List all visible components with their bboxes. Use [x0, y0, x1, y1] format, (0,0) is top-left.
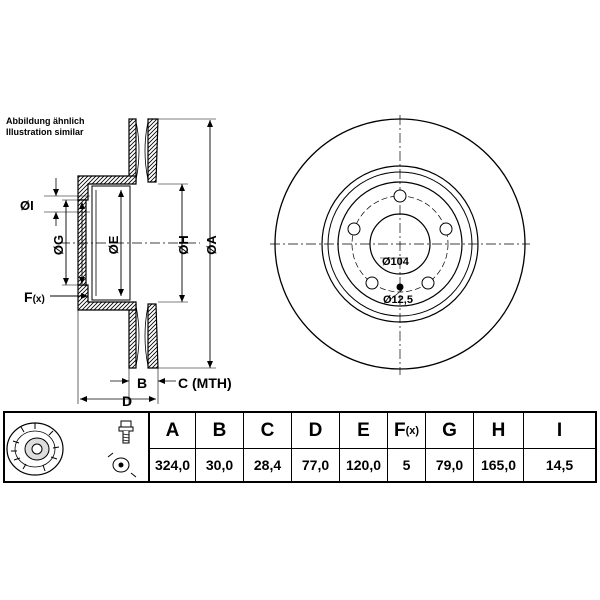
- spec-value: 120,0: [345, 457, 382, 473]
- spec-header: C: [244, 413, 291, 449]
- dim-label-H: ØH: [176, 235, 191, 255]
- spec-value: 30,0: [205, 457, 234, 473]
- outer-disc-edge: [274, 118, 526, 370]
- spec-header: D: [292, 413, 339, 449]
- bolt-holes: [347, 189, 453, 290]
- inner-friction-ring-top: [147, 118, 159, 183]
- wheel-bolt-icon: [118, 420, 134, 444]
- outer-friction-ring-top: [128, 118, 137, 183]
- friction-ring-inner-edge: [321, 165, 479, 323]
- bolt-hole: [393, 189, 407, 203]
- locating-screw-icon: [107, 452, 137, 478]
- dim-label-A: ØA: [204, 235, 219, 255]
- note-line-english: Illustration similar: [6, 127, 84, 137]
- spec-value: 324,0: [154, 457, 191, 473]
- spec-value: 14,5: [545, 457, 574, 473]
- spec-col-H: H 165,0: [474, 413, 524, 481]
- spec-header: A: [150, 413, 195, 449]
- hub-hat-bottom: [77, 284, 137, 311]
- bolt-hole: [347, 222, 361, 236]
- bolt-hole: [365, 276, 379, 290]
- hole-diameter-label: Ø12,5: [383, 294, 413, 306]
- spec-header: I: [524, 413, 595, 449]
- hat-outer-edge: [337, 181, 463, 307]
- side-section-view: ØI ØG ØE ØH ØA F(x) B C (MTH) D: [20, 118, 232, 409]
- spec-value: 79,0: [435, 457, 464, 473]
- pcd-label: Ø104: [382, 256, 410, 268]
- hub-hat-top: [77, 175, 137, 201]
- disc-thumbnail-icon: [6, 422, 64, 476]
- note-line-german: Abbildung ähnlich: [6, 116, 85, 126]
- bolt-hole: [439, 222, 453, 236]
- spec-value: 165,0: [480, 457, 517, 473]
- center-bore: [369, 213, 431, 275]
- spec-header-letter: F: [393, 419, 406, 441]
- spec-col-B: B 30,0: [196, 413, 244, 481]
- dim-label-C: C (MTH): [178, 375, 232, 391]
- spec-col-A: A 324,0: [150, 413, 196, 481]
- spec-header: E: [340, 413, 387, 449]
- spec-col-G: G 79,0: [426, 413, 474, 481]
- dim-label-E: ØE: [106, 235, 121, 254]
- spec-col-E: E 120,0: [340, 413, 388, 481]
- spec-header: F(x): [388, 413, 425, 449]
- spec-value: 5: [402, 457, 411, 473]
- dim-label-G: ØG: [51, 235, 66, 255]
- outer-friction-ring-bottom: [128, 303, 137, 369]
- spec-header: B: [196, 413, 243, 449]
- spec-col-F: F(x) 5: [388, 413, 426, 481]
- brake-disc-drawing: ØI ØG ØE ØH ØA F(x) B C (MTH) D Ø104 Ø12…: [20, 115, 530, 409]
- inner-friction-ring-bottom: [147, 303, 159, 369]
- spec-value: 77,0: [301, 457, 330, 473]
- front-view: Ø104 Ø12,5: [270, 115, 530, 375]
- specs-table: A 324,0 B 30,0 C 28,4 D 77,0 E 120,0 F(x…: [3, 411, 597, 483]
- spec-header-suffix: (x): [405, 424, 420, 437]
- spec-col-D: D 77,0: [292, 413, 340, 481]
- bolt-hole: [421, 276, 435, 290]
- spec-col-C: C 28,4: [244, 413, 292, 481]
- dim-label-B: B: [137, 375, 147, 391]
- specs-columns: A 324,0 B 30,0 C 28,4 D 77,0 E 120,0 F(x…: [150, 413, 595, 481]
- spec-col-I: I 14,5: [524, 413, 595, 481]
- dim-label-D: D: [122, 393, 132, 409]
- spec-header: H: [474, 413, 523, 449]
- dim-label-I: ØI: [20, 198, 34, 213]
- product-thumbnail: [5, 413, 150, 481]
- spec-header: G: [426, 413, 473, 449]
- locating-hole: [396, 283, 404, 291]
- spec-value: 28,4: [253, 457, 282, 473]
- dim-label-F: F(x): [24, 289, 45, 305]
- illustration-note: Abbildung ähnlich Illustration similar: [6, 116, 85, 138]
